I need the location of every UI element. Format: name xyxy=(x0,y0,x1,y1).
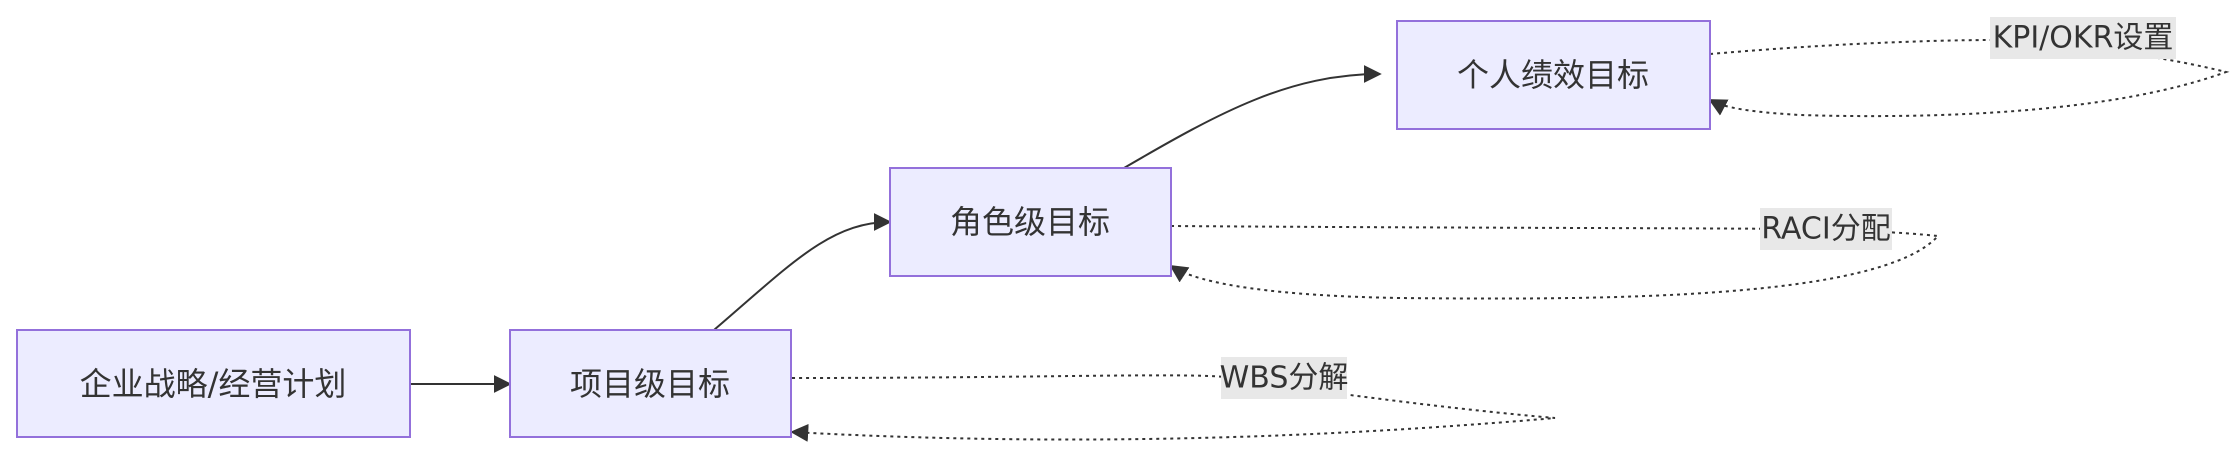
edge-role-to-personal xyxy=(1123,65,1382,169)
edge-role-self-loop xyxy=(1169,225,1941,300)
node-project[interactable]: 项目级目标 xyxy=(509,329,792,438)
node-personal-label: 个人绩效目标 xyxy=(1457,56,1649,94)
node-role-label: 角色级目标 xyxy=(950,203,1110,241)
node-strategy[interactable]: 企业战略/经营计划 xyxy=(16,329,411,438)
edge-label-raci-text: RACI分配 xyxy=(1761,212,1890,247)
edge-project-to-role xyxy=(713,213,892,331)
edge-project-self-loop xyxy=(790,374,1556,442)
node-personal[interactable]: 个人绩效目标 xyxy=(1396,20,1711,130)
edge-label-wbs-text: WBS分解 xyxy=(1220,361,1349,396)
node-project-label: 项目级目标 xyxy=(570,365,730,403)
edge-label-raci: RACI分配 xyxy=(1760,208,1892,250)
node-strategy-label: 企业战略/经营计划 xyxy=(80,365,347,403)
node-role[interactable]: 角色级目标 xyxy=(889,167,1172,277)
edge-label-wbs: WBS分解 xyxy=(1220,357,1349,399)
edge-personal-self-loop xyxy=(1708,38,2230,118)
edge-label-kpi-text: KPI/OKR设置 xyxy=(1993,21,2174,56)
edge-label-kpi: KPI/OKR设置 xyxy=(1990,17,2176,59)
